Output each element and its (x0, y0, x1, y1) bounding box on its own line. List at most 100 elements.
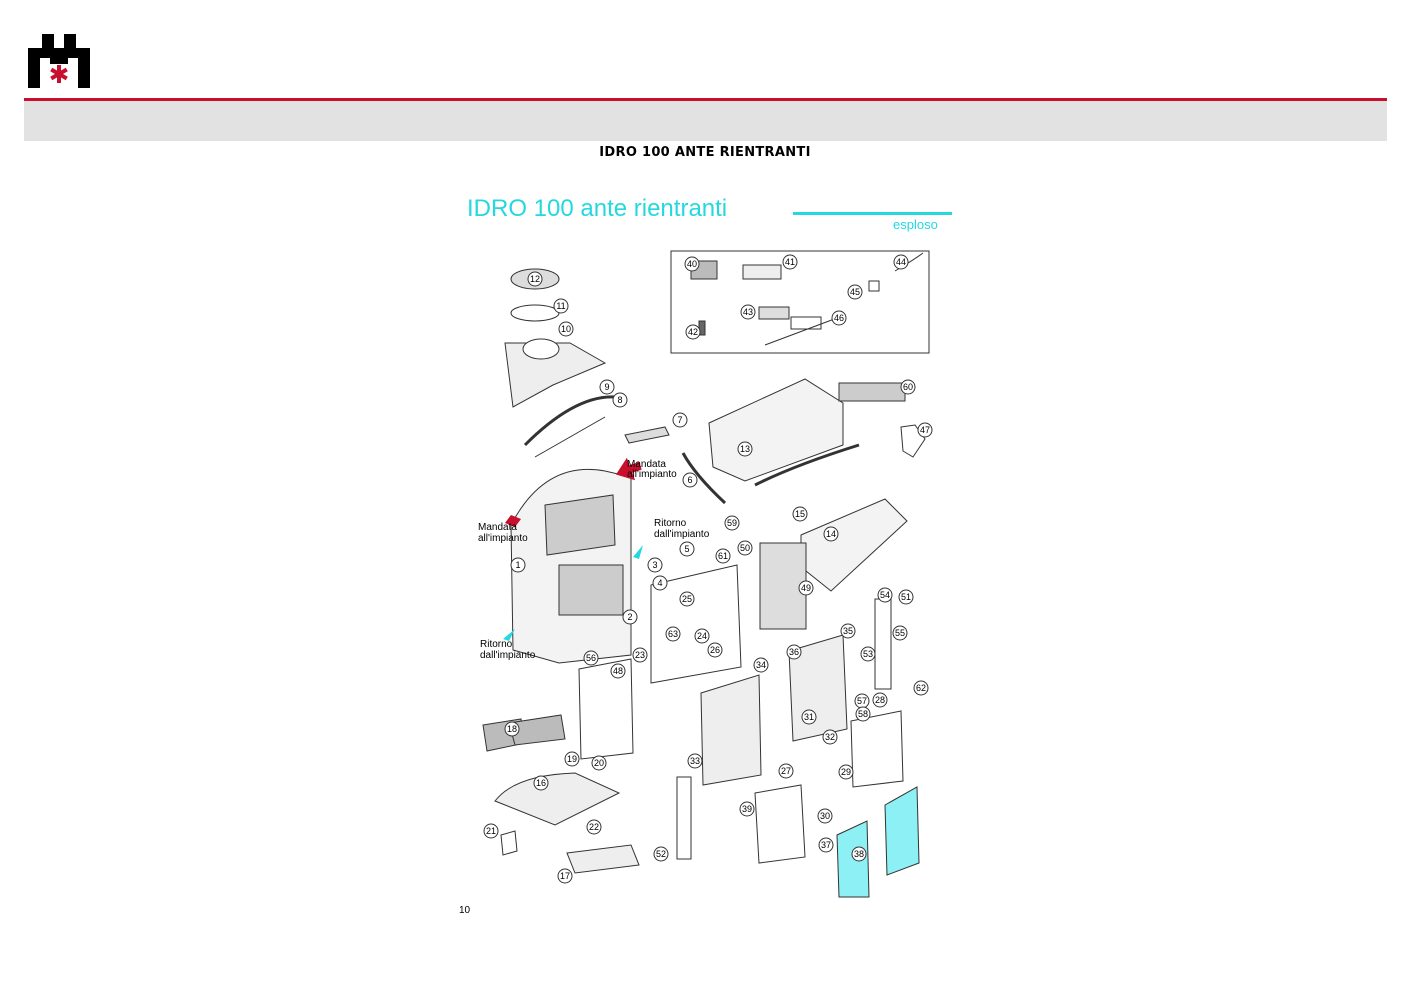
part-number-23: 23 (635, 650, 645, 660)
part-bubble-41 (782, 254, 798, 270)
part-bubble-28 (872, 692, 888, 708)
part-bubble-42 (685, 324, 701, 340)
accessories-box (670, 250, 930, 354)
part-bubble-32 (822, 729, 838, 745)
part-number-45: 45 (850, 287, 860, 297)
part-bubble-1 (510, 557, 526, 573)
part-number-49: 49 (801, 583, 811, 593)
part-number-32: 32 (825, 732, 835, 742)
part-bubble-48 (610, 663, 626, 679)
part-number-7: 7 (677, 415, 682, 425)
part-number-19: 19 (567, 754, 577, 764)
part-bubble-51 (898, 589, 914, 605)
part-number-63: 63 (668, 629, 678, 639)
sensor-part (790, 316, 822, 330)
return-arrow-bottom-icon (503, 629, 515, 641)
part-number-44: 44 (896, 257, 906, 267)
part-bubble-43 (740, 304, 756, 320)
glass-panel-right (884, 786, 920, 876)
label-ritorno-mid-2: dall'impianto (654, 529, 710, 540)
part-number-24: 24 (697, 631, 707, 641)
sheet-subtitle: esploso (893, 217, 938, 232)
part-number-5: 5 (684, 544, 689, 554)
part-number-40: 40 (687, 259, 697, 269)
lower-door-part (754, 784, 806, 864)
header-accent-line (24, 98, 1387, 101)
hood-part (504, 342, 607, 408)
lower-panel-part (578, 658, 634, 760)
part-bubble-40 (684, 256, 700, 272)
part-number-58: 58 (858, 709, 868, 719)
flow-out-arrow-left-icon (505, 515, 521, 527)
part-bubble-21 (483, 823, 499, 839)
probe-part (764, 314, 846, 346)
part-bubble-27 (778, 763, 794, 779)
part-number-60: 60 (903, 382, 913, 392)
part-number-39: 39 (742, 804, 752, 814)
part-bubble-17 (557, 868, 573, 884)
part-bubble-53 (860, 646, 876, 662)
part-bubble-47 (917, 422, 933, 438)
part-bubble-37 (818, 837, 834, 853)
part-number-9: 9 (604, 382, 609, 392)
part-bubble-59 (724, 515, 740, 531)
part-number-26: 26 (710, 645, 720, 655)
part-bubble-10 (558, 321, 574, 337)
part-number-43: 43 (743, 307, 753, 317)
part-number-38: 38 (854, 849, 864, 859)
part-number-35: 35 (843, 626, 853, 636)
part-number-59: 59 (727, 518, 737, 528)
part-number-48: 48 (613, 666, 623, 676)
door-frame-part (650, 564, 742, 684)
remote-part (742, 264, 782, 280)
part-number-46: 46 (834, 313, 844, 323)
label-mandata-top: Mandata (627, 459, 666, 470)
part-bubble-12 (527, 271, 543, 287)
part-bubble-58 (855, 706, 871, 722)
part-number-8: 8 (617, 395, 622, 405)
label-mandata-left: Mandata (478, 522, 517, 533)
part-number-1: 1 (515, 560, 520, 570)
part-bubble-15 (792, 506, 808, 522)
part-number-27: 27 (781, 766, 791, 776)
part-number-11: 11 (556, 301, 565, 311)
part-number-21: 21 (486, 826, 496, 836)
header-band (24, 101, 1387, 141)
pipe-part (523, 395, 616, 447)
part-bubble-20 (591, 755, 607, 771)
label-mandata-left-2: all'impianto (478, 533, 528, 544)
ash-drawer-part (566, 844, 640, 874)
part-bubble-61 (715, 548, 731, 564)
part-number-2: 2 (627, 612, 632, 622)
part-bubble-49 (798, 580, 814, 596)
part-number-25: 25 (682, 594, 692, 604)
grate-area (558, 564, 624, 616)
part-number-4: 4 (657, 578, 662, 588)
part-number-12: 12 (530, 274, 540, 284)
side-panel-part (759, 542, 807, 630)
door-part-left (700, 674, 762, 786)
part-number-20: 20 (594, 758, 604, 768)
part-number-28: 28 (875, 695, 885, 705)
part-number-13: 13 (740, 444, 750, 454)
part-number-33: 33 (690, 756, 700, 766)
label-mandata-top-2: all'impianto (627, 469, 677, 480)
part-number-52: 52 (656, 849, 666, 859)
part-number-42: 42 (688, 327, 698, 337)
part-bubble-50 (737, 540, 753, 556)
sheet-title: IDRO 100 ante rientranti (467, 195, 728, 222)
part-bubble-45 (847, 284, 863, 300)
part-bubble-35 (840, 623, 856, 639)
part-bubble-16 (533, 775, 549, 791)
part-bubble-44 (893, 254, 909, 270)
inner-door-part (850, 710, 904, 788)
part-number-55: 55 (895, 628, 905, 638)
part-bubble-25 (679, 591, 695, 607)
part-bubble-46 (831, 310, 847, 326)
part-number-30: 30 (820, 811, 830, 821)
part-bubble-62 (913, 680, 929, 696)
part-bubble-29 (838, 764, 854, 780)
brand-logo-icon (28, 34, 90, 88)
glass-panel-left (836, 820, 870, 898)
